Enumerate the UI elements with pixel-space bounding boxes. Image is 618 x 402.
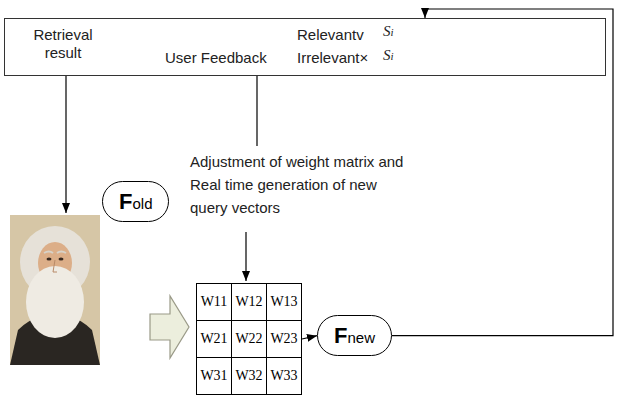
matrix-cell: W33 [267, 358, 302, 395]
portrait-image [10, 215, 100, 365]
weight-matrix: W11W12W13W21W22W23W31W32W33 [196, 283, 302, 395]
leader-line [256, 76, 257, 146]
matrix-cell: W22 [232, 321, 267, 358]
panel-label: Relevantv [297, 26, 364, 44]
panel-label: User Feedback [165, 49, 267, 67]
math-symbol: Si [383, 22, 394, 40]
feedback-panel: Retrieval resultUser FeedbackRelevantvSi… [4, 18, 606, 76]
portrait-nose [53, 260, 57, 272]
feature-oval: Fold [102, 181, 169, 222]
node-label: Fold [119, 189, 152, 215]
portrait-eye [47, 257, 52, 260]
math-symbol: Si [383, 46, 394, 64]
feature-oval: Fnew [317, 315, 392, 356]
matrix-cell: W32 [232, 358, 267, 395]
portrait-eye [59, 257, 64, 260]
annotation-text: Adjustment of weight matrix and Real tim… [190, 150, 412, 219]
matrix-cell: W12 [232, 284, 267, 321]
portrait-beard [26, 266, 84, 338]
leader-arrow [245, 232, 246, 281]
block-arrow [150, 296, 189, 358]
portrait-background [10, 215, 100, 365]
matrix-cell: W23 [267, 321, 302, 358]
flow-arrow [392, 9, 613, 336]
node-label: Fnew [334, 323, 375, 349]
panel-label: Irrelevant× [297, 49, 368, 67]
panel-label: Retrieval result [19, 26, 107, 62]
matrix-cell: W11 [197, 284, 232, 321]
leader-arrow [65, 76, 66, 213]
matrix-cell: W21 [197, 321, 232, 358]
portrait-brow [44, 252, 66, 254]
flow-arrow [302, 336, 317, 339]
matrix-cell: W13 [267, 284, 302, 321]
matrix-cell: W31 [197, 358, 232, 395]
